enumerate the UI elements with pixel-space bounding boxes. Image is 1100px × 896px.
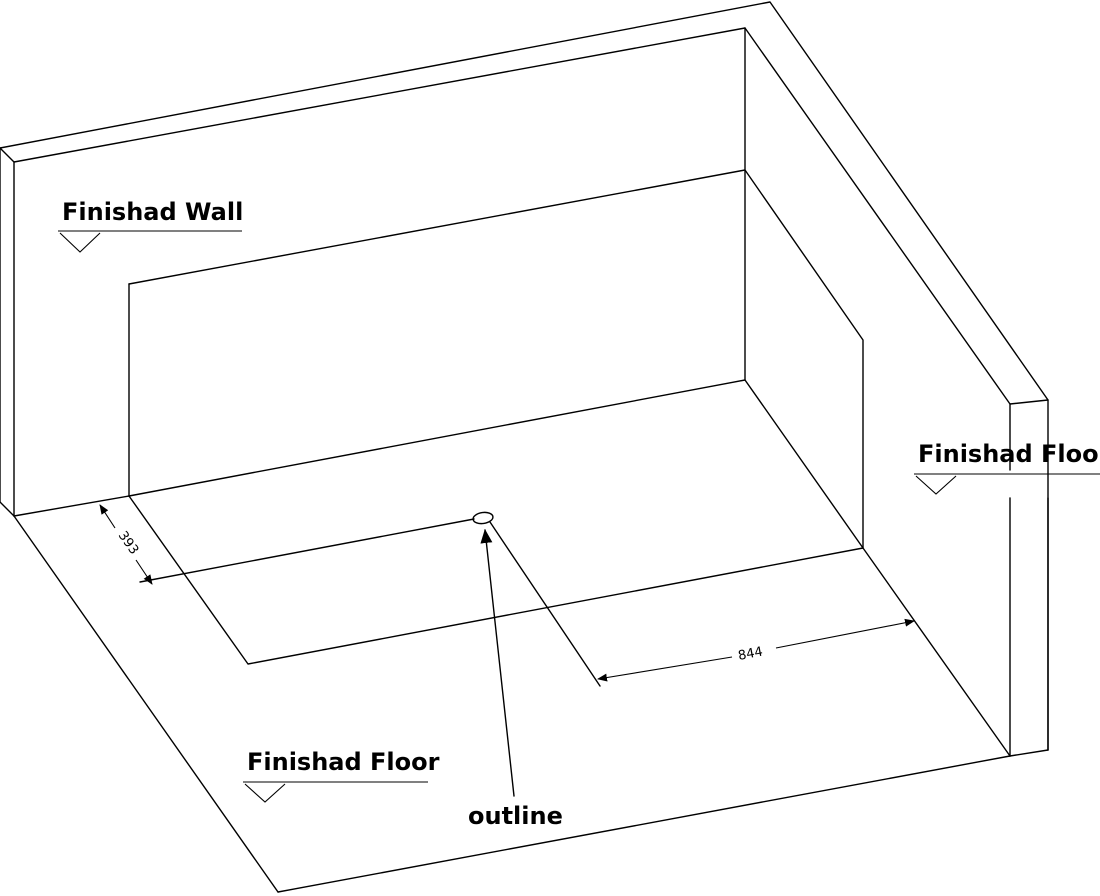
label-finishad-wall: Finishad Wall bbox=[58, 198, 243, 253]
dimension-844: 844 bbox=[597, 618, 915, 682]
back-wall bbox=[0, 1, 1049, 757]
reference-lines bbox=[139, 518, 601, 687]
label-outline: outline bbox=[468, 529, 563, 830]
level-marker-icon bbox=[244, 783, 286, 803]
label-outline-text: outline bbox=[468, 802, 563, 830]
floor-slab bbox=[13, 495, 1011, 893]
label-finishad-floor-right-text: Finishad Floor bbox=[918, 440, 1100, 468]
dimension-844-text: 844 bbox=[737, 644, 764, 663]
label-finishad-wall-text: Finishad Wall bbox=[62, 198, 243, 226]
label-finishad-floor-bottom: Finishad Floor bbox=[243, 748, 440, 803]
level-marker-icon bbox=[59, 232, 101, 253]
hole-outline bbox=[472, 511, 494, 525]
dimension-393-text: 393 bbox=[115, 529, 142, 558]
label-finishad-floor-right: Finishad Floor bbox=[914, 440, 1100, 495]
inner-wall bbox=[128, 169, 864, 549]
level-marker-icon bbox=[915, 475, 957, 495]
label-finishad-floor-bottom-text: Finishad Floor bbox=[247, 748, 440, 776]
